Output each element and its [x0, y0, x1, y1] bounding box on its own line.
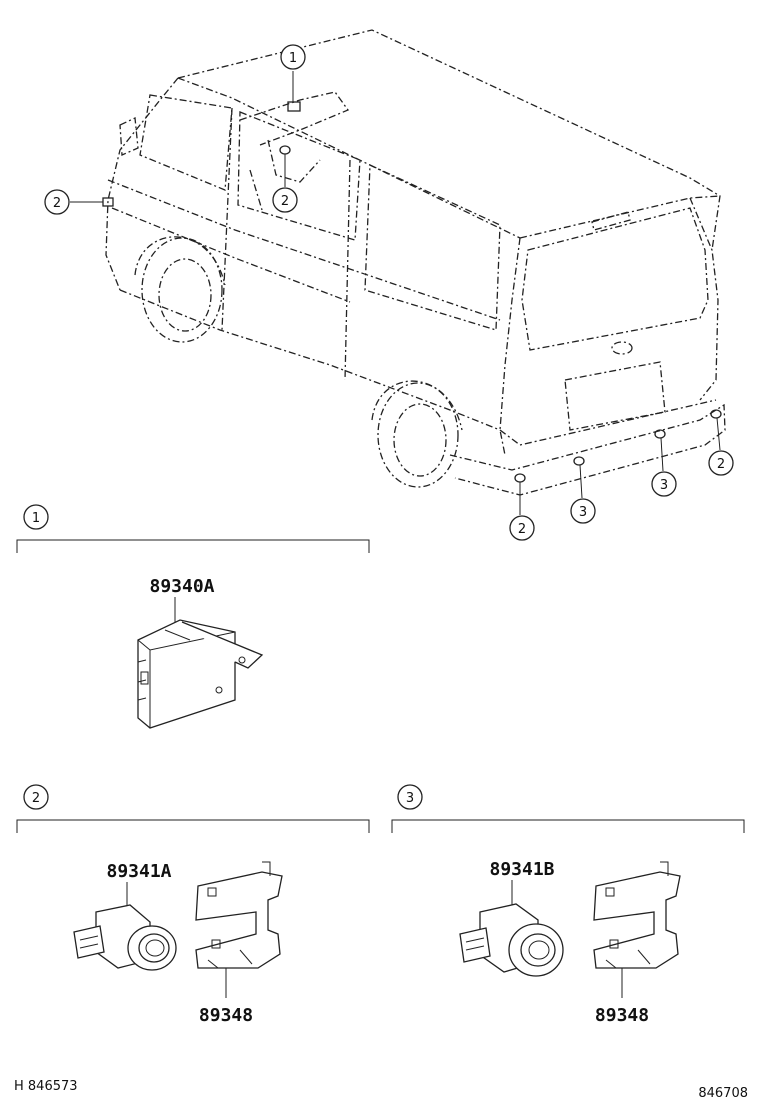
section-2: 2 89341A 89348	[16, 784, 370, 1026]
section-callout	[23, 784, 49, 810]
ultrasonic-sensor-b	[459, 903, 564, 977]
callout-2-label: 2	[281, 194, 289, 209]
footer-right-code: 846708	[698, 1086, 748, 1101]
callout-2-label: 2	[53, 196, 61, 211]
parking-assist-computer	[137, 619, 264, 729]
callout-circle	[44, 189, 70, 215]
footer-left-code: H 846573	[14, 1079, 78, 1094]
part-number-89340A: 89340A	[149, 576, 214, 597]
section-callout	[23, 504, 49, 530]
callout-circle	[272, 187, 298, 213]
section-1-callout: 1	[32, 511, 40, 526]
callout-2-label: 2	[518, 522, 526, 537]
section-2-callout: 2	[32, 791, 40, 806]
section-1: 1 89340A	[16, 504, 370, 729]
sensor-bracket-a	[195, 861, 283, 969]
section-callout	[397, 784, 423, 810]
section-3-callout: 3	[406, 791, 414, 806]
part-number-89348: 89348	[595, 1005, 649, 1026]
van-callouts: 1 2 2 2 3 3 2	[44, 44, 734, 541]
ultrasonic-sensor-a	[73, 904, 177, 971]
sensor-bracket-b	[593, 861, 681, 969]
callout-3-label: 3	[579, 505, 587, 520]
section-bracket	[16, 539, 370, 553]
part-number-89341B: 89341B	[489, 859, 554, 880]
callout-circle	[651, 471, 677, 497]
section-3: 3 89341B 89348	[391, 784, 745, 1026]
part-number-89348: 89348	[199, 1005, 253, 1026]
callout-circle	[570, 498, 596, 524]
callout-circle	[509, 515, 535, 541]
section-bracket	[16, 819, 370, 833]
callout-2-label: 2	[717, 457, 725, 472]
section-bracket	[391, 819, 745, 833]
callout-3-label: 3	[660, 478, 668, 493]
van-illustration	[102, 29, 726, 496]
part-number-89341A: 89341A	[106, 861, 171, 882]
callout-1-label: 1	[289, 51, 297, 66]
callout-circle	[708, 450, 734, 476]
callout-circle	[280, 44, 306, 70]
